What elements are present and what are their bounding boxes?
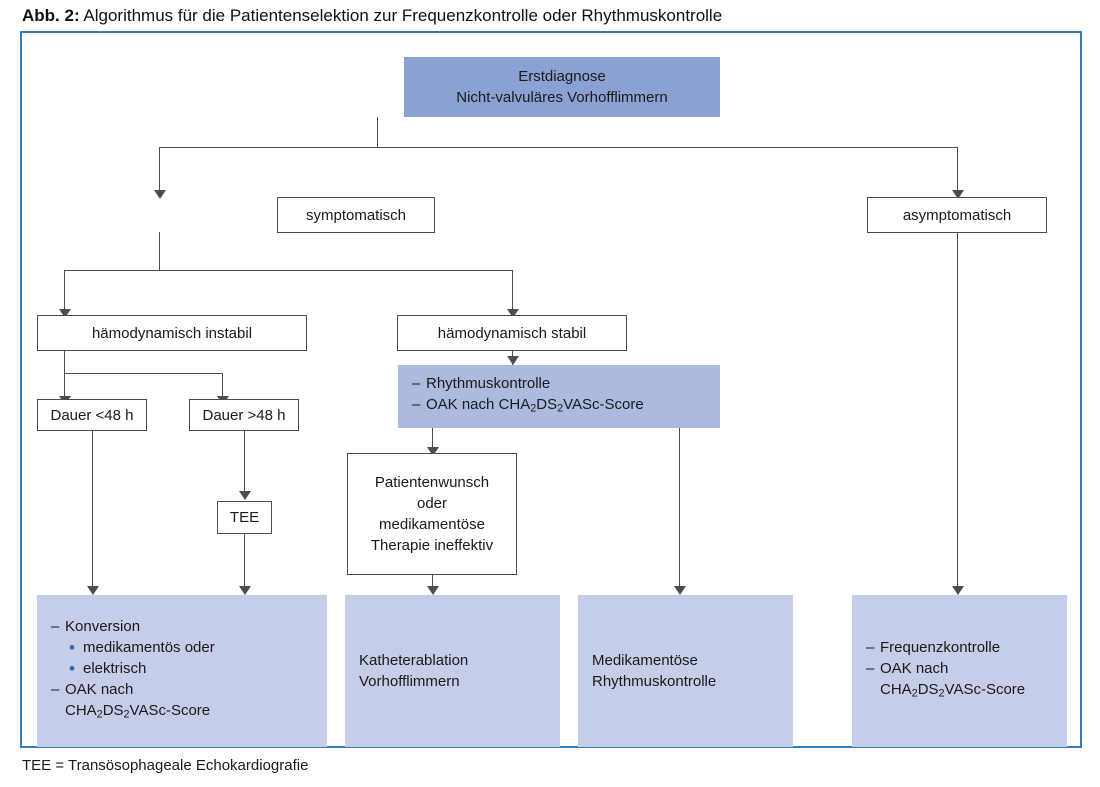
node-ablation-line1: Katheterablation: [359, 652, 469, 669]
connector-symptomatic-stem: [159, 232, 160, 270]
connector-root-stem: [377, 117, 378, 147]
node-duration-long[interactable]: Dauer >48 h: [189, 399, 299, 431]
node-rate-control-item2-continuation: CHA2DS2VASc-Score: [880, 681, 1026, 700]
connector-tee-to-conversion: [244, 533, 245, 588]
dash-marker: –: [412, 375, 421, 393]
node-patient-wish[interactable]: Patientenwunsch oder medikamentöse Thera…: [347, 453, 517, 575]
node-conversion-sub2: • elektrisch: [51, 658, 146, 679]
node-stable-label: hämodynamisch stabil: [437, 324, 587, 342]
figure-caption-text: Algorithmus für die Patientenselektion z…: [79, 6, 723, 25]
dash-marker: –: [412, 396, 421, 414]
node-rate-control[interactable]: – Frequenzkontrolle – OAK nach CHA2DS2VA…: [852, 595, 1067, 747]
arrow-asymptomatic-to-rate: [952, 586, 964, 595]
node-conversion-item2: – OAK nach: [51, 679, 133, 700]
node-med-rhythm[interactable]: Medikamentöse Rhythmuskontrolle: [578, 595, 793, 747]
connector-unstable-stem: [64, 350, 65, 373]
node-patient-wish-line4: Therapie ineffektiv: [370, 537, 494, 554]
dash-marker: –: [51, 681, 60, 699]
node-rhythm-oak-item1-text: Rhythmuskontrolle: [426, 375, 551, 393]
arrow-tee-to-conversion: [239, 586, 251, 595]
arrow-to-asymptomatic: [952, 190, 964, 199]
node-stable[interactable]: hämodynamisch stabil: [397, 315, 627, 351]
arrow-to-unstable: [59, 309, 71, 318]
node-conversion-sub1: • medikamentös oder: [51, 637, 215, 658]
arrow-rhythm-to-wish: [427, 447, 439, 456]
node-root-line1: Erstdiagnose: [518, 68, 606, 85]
node-rhythm-oak[interactable]: – Rhythmuskontrolle – OAK nach CHA2DS2VA…: [398, 365, 720, 428]
connector-long-to-tee: [244, 430, 245, 493]
node-rate-control-item2: – OAK nach: [866, 658, 948, 679]
node-med-rhythm-line2: Rhythmuskontrolle: [592, 673, 717, 690]
dash-marker: –: [866, 639, 875, 657]
node-conversion-sub2-text: elektrisch: [83, 660, 147, 678]
bullet-marker: •: [69, 638, 75, 658]
connector-rhythm-to-medrhythm: [679, 428, 680, 588]
node-patient-wish-line2: oder: [416, 495, 448, 512]
node-conversion-item1-text: Konversion: [65, 618, 141, 636]
node-ablation[interactable]: Katheterablation Vorhofflimmern: [345, 595, 560, 747]
node-duration-short-label: Dauer <48 h: [50, 406, 134, 424]
arrow-to-stable: [507, 309, 519, 318]
node-conversion-item2-continuation: CHA2DS2VASc-Score: [65, 702, 211, 721]
arrow-long-to-tee: [239, 491, 251, 500]
node-conversion-sub1-text: medikamentös oder: [83, 639, 215, 657]
dash-marker: –: [866, 660, 875, 678]
node-duration-long-label: Dauer >48 h: [202, 406, 286, 424]
connector-level2-bar: [64, 270, 512, 271]
node-patient-wish-line1: Patientenwunsch: [374, 474, 490, 491]
node-symptomatic-label: symptomatisch: [305, 206, 407, 224]
connector-rhythm-to-wish: [432, 428, 433, 453]
node-patient-wish-line3: medikamentöse: [379, 516, 485, 533]
connector-short-to-conversion: [92, 430, 93, 588]
connector-duration-bar: [64, 373, 222, 374]
connector-asymptomatic-to-rate: [957, 232, 958, 588]
figure-caption: Abb. 2: Algorithmus für die Patientensel…: [22, 5, 722, 27]
connector-to-duration-short: [64, 373, 65, 398]
node-rhythm-oak-item2: – OAK nach CHA2DS2VASc-Score: [412, 394, 644, 420]
arrow-rhythm-to-medrhythm: [674, 586, 686, 595]
node-unstable[interactable]: hämodynamisch instabil: [37, 315, 307, 351]
node-med-rhythm-line1: Medikamentöse: [592, 652, 698, 669]
node-rhythm-oak-item2-text: OAK nach CHA2DS2VASc-Score: [426, 396, 644, 415]
node-rhythm-oak-item1: – Rhythmuskontrolle: [412, 373, 550, 394]
connector-to-unstable: [64, 270, 65, 311]
dash-marker: –: [51, 618, 60, 636]
node-duration-short[interactable]: Dauer <48 h: [37, 399, 147, 431]
node-asymptomatic[interactable]: asymptomatisch: [867, 197, 1047, 233]
arrow-short-to-conversion: [87, 586, 99, 595]
bullet-marker: •: [69, 659, 75, 679]
node-root[interactable]: Erstdiagnose Nicht-valvuläres Vorhofflim…: [404, 57, 720, 117]
node-conversion-item2-text: OAK nach: [65, 681, 134, 699]
node-conversion-item1: – Konversion: [51, 616, 140, 637]
node-asymptomatic-label: asymptomatisch: [902, 206, 1012, 224]
node-root-line2: Nicht-valvuläres Vorhofflimmern: [456, 89, 668, 106]
connector-to-asymptomatic: [957, 147, 958, 192]
diagram-frame: Erstdiagnose Nicht-valvuläres Vorhofflim…: [20, 31, 1082, 748]
connector-wish-to-ablation: [432, 575, 433, 588]
node-symptomatic[interactable]: symptomatisch: [277, 197, 435, 233]
node-conversion[interactable]: – Konversion • medikamentös oder • elekt…: [37, 595, 327, 747]
connector-level1-bar: [159, 147, 957, 148]
arrow-stable-to-rhythm: [507, 356, 519, 365]
figure-number: Abb. 2:: [22, 6, 80, 25]
node-unstable-label: hämodynamisch instabil: [91, 324, 253, 342]
node-rate-control-item1: – Frequenzkontrolle: [866, 637, 1000, 658]
connector-to-duration-long: [222, 373, 223, 398]
legend-tee: TEE = Transösophageale Echokardiografie: [22, 757, 309, 774]
arrow-to-symptomatic: [154, 190, 166, 199]
connector-to-symptomatic: [159, 147, 160, 192]
node-rate-control-item1-text: Frequenzkontrolle: [880, 639, 1001, 657]
arrow-wish-to-ablation: [427, 586, 439, 595]
node-tee[interactable]: TEE: [217, 501, 272, 534]
node-ablation-line2: Vorhofflimmern: [359, 673, 460, 690]
connector-to-stable: [512, 270, 513, 311]
node-rate-control-item2-text: OAK nach: [880, 660, 949, 678]
node-tee-label: TEE: [229, 509, 260, 526]
